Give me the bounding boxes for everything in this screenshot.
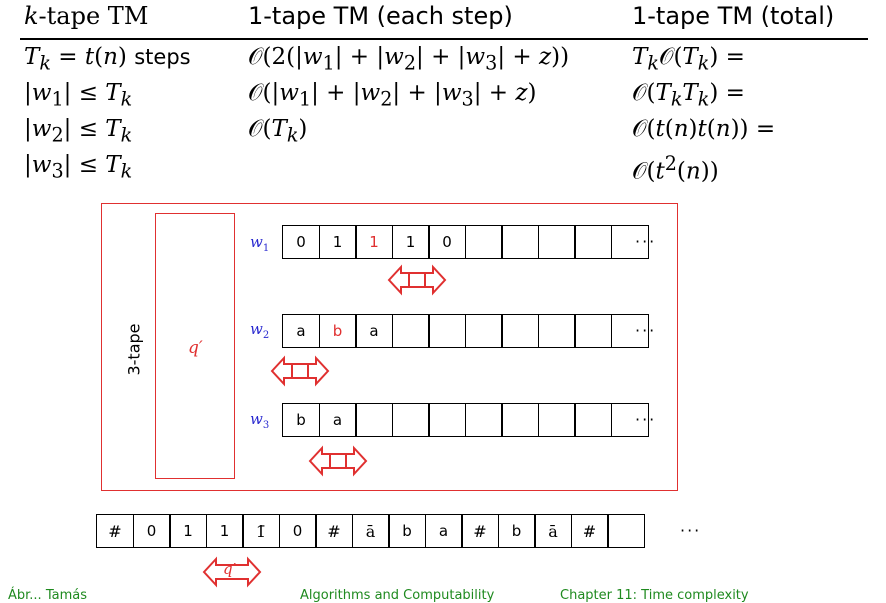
head-arrow-w3-icon xyxy=(308,445,368,477)
col-header-total: 1-tape TM (total) xyxy=(632,2,835,30)
footer-right: Chapter 11: Time complexity xyxy=(560,588,749,603)
tape-cell: a xyxy=(318,403,357,437)
footer-center: Algorithms and Computability xyxy=(300,588,495,603)
tape-cell: ā xyxy=(351,514,390,548)
col-header-each-step: 1-tape TM (each step) xyxy=(248,2,513,30)
tape-cell xyxy=(464,225,503,259)
tape-cell: 1 xyxy=(391,225,430,259)
single-tape-ellipsis: ··· xyxy=(680,521,702,540)
row4-col1: |w3| ≤ Tk xyxy=(24,152,133,183)
tape-cell: # xyxy=(315,514,353,548)
row2-col2: 𝒪(|w1| + |w2| + |w3| + z) xyxy=(248,80,537,111)
row1-col1: Tk = t(n) steps xyxy=(24,44,191,75)
tape-cell xyxy=(501,225,539,259)
tape-cell: b xyxy=(318,314,357,348)
tape-cell: 0 xyxy=(428,225,466,259)
tape-w2-ellipsis: ··· xyxy=(635,321,657,340)
tape-cell: # xyxy=(96,514,134,548)
tape-cell xyxy=(391,314,430,348)
tape-cell: 1 xyxy=(205,514,244,548)
tape-cell: 1 xyxy=(318,225,357,259)
row3-col2: 𝒪(Tk) xyxy=(248,116,308,147)
tape-cell xyxy=(428,403,466,437)
footer-left: Ábr... Tamás xyxy=(8,588,87,603)
tape-cell xyxy=(574,403,612,437)
row2-col3: 𝒪(TkTk) = xyxy=(632,80,745,111)
tape-cell xyxy=(501,403,539,437)
row1-col3: Tk𝒪(Tk) = xyxy=(632,44,745,75)
tape-cell xyxy=(607,514,645,548)
tape-cell xyxy=(537,314,576,348)
tape-cell: # xyxy=(461,514,499,548)
tape-cell: 1̄ xyxy=(242,514,280,548)
tape-w3-ellipsis: ··· xyxy=(635,410,657,429)
state-control-box xyxy=(155,213,235,479)
tape-cell xyxy=(574,225,612,259)
three-tape-label: 3-tape xyxy=(124,323,144,376)
single-head-arrow-icon xyxy=(202,556,262,588)
tape-cell: 0 xyxy=(132,514,171,548)
col-header-ktape: k-tape TM xyxy=(24,2,149,30)
multitape-frame xyxy=(101,203,678,491)
tape-cell: 1 xyxy=(169,514,207,548)
header-rule xyxy=(20,38,868,40)
single-head-label: q′ xyxy=(223,560,237,578)
tape-cell xyxy=(537,403,576,437)
tape-cell: b xyxy=(497,514,536,548)
tape-cell: a xyxy=(355,314,393,348)
tape-cell xyxy=(574,314,612,348)
tape-cell xyxy=(391,403,430,437)
row1-col2: 𝒪(2(|w1| + |w2| + |w3| + z)) xyxy=(248,44,570,75)
head-arrow-w2-icon xyxy=(270,355,330,387)
state-label: q′ xyxy=(188,338,203,358)
tape-w1-ellipsis: ··· xyxy=(635,232,657,251)
tape-label-w3: w3 xyxy=(250,410,270,431)
tape-cell: a xyxy=(424,514,463,548)
tape-cell xyxy=(464,314,503,348)
tape-cell: 1 xyxy=(355,225,393,259)
tape-cell xyxy=(355,403,393,437)
tape-cell: 0 xyxy=(282,225,320,259)
tape-cell xyxy=(610,403,649,437)
head-arrow-w1-icon xyxy=(387,264,447,296)
tape-cell xyxy=(501,314,539,348)
tape-cell xyxy=(428,314,466,348)
row3-col3: 𝒪(t(n)t(n)) = xyxy=(632,116,776,142)
row4-col3: 𝒪(t2(n)) xyxy=(632,152,719,185)
tape-cell xyxy=(537,225,576,259)
tape-cell: ā xyxy=(534,514,572,548)
row2-col1: |w1| ≤ Tk xyxy=(24,80,133,111)
tape-cell xyxy=(464,403,503,437)
tape-cell xyxy=(610,314,649,348)
row3-col1: |w2| ≤ Tk xyxy=(24,116,133,147)
tape-cell xyxy=(610,225,649,259)
tape-label-w1: w1 xyxy=(250,233,270,254)
tape-label-w2: w2 xyxy=(250,320,270,341)
tape-cell: 0 xyxy=(278,514,317,548)
tape-cell: a xyxy=(282,314,320,348)
tape-cell: b xyxy=(282,403,320,437)
tape-cell: # xyxy=(570,514,609,548)
tape-cell: b xyxy=(388,514,426,548)
